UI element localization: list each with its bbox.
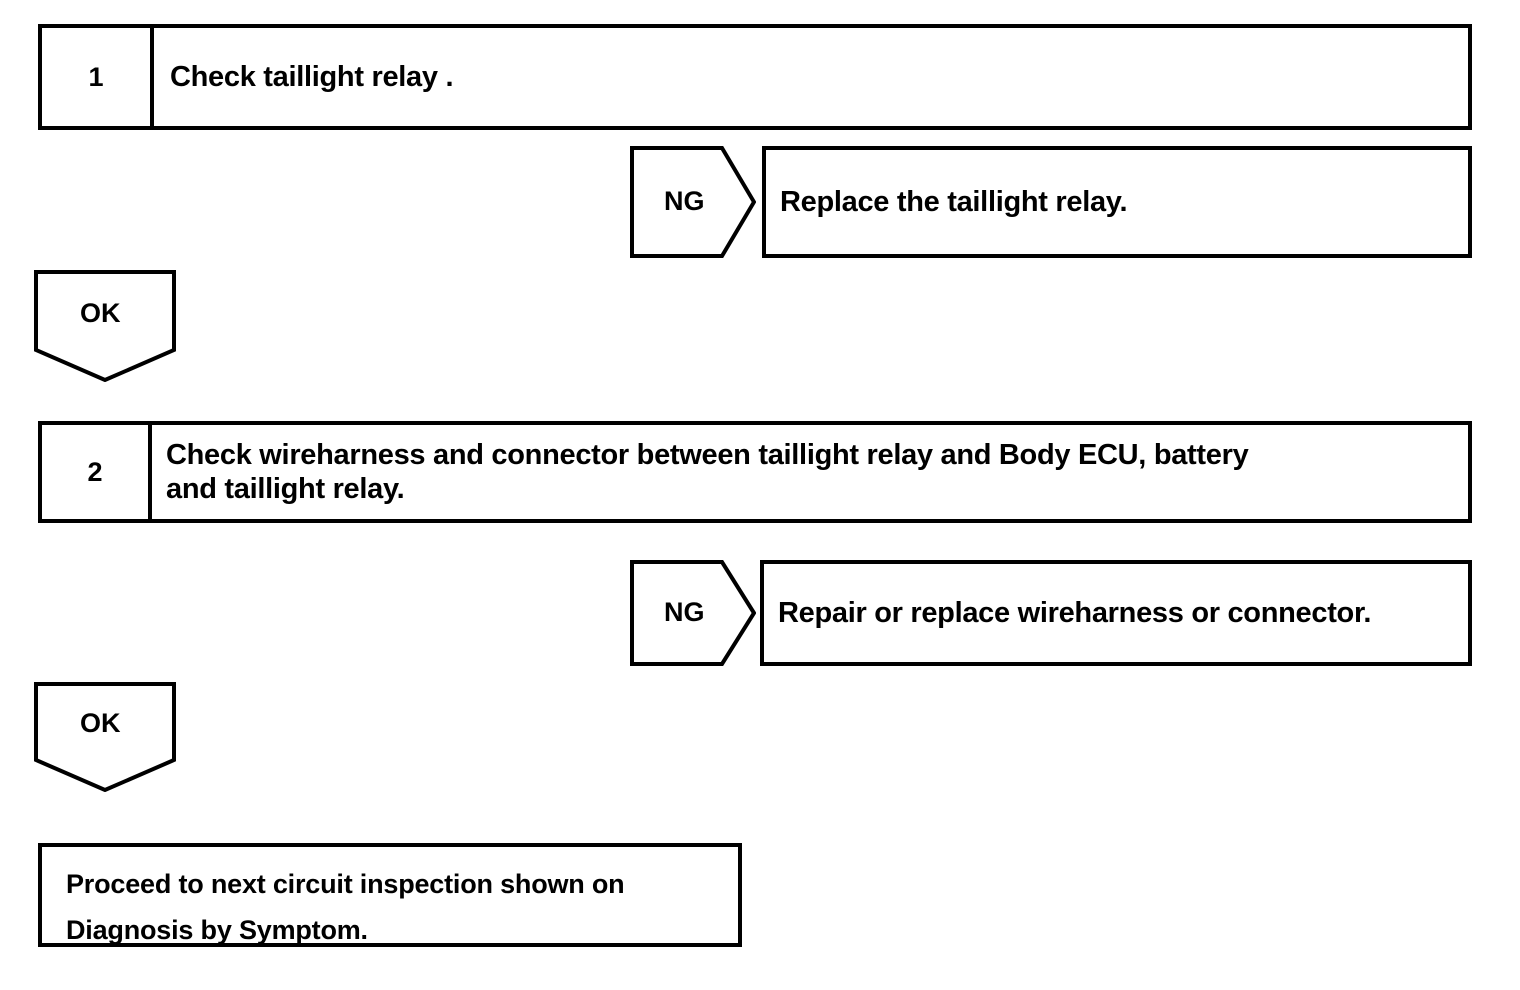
step-2-box: 2 Check wireharness and connector betwee…	[38, 421, 1472, 523]
step-1-number: 1	[88, 61, 104, 92]
final-outcome-line-2: Diagnosis by Symptom.	[66, 915, 368, 945]
ok-label-1: OK	[80, 298, 121, 328]
final-outcome-line-1: Proceed to next circuit inspection shown…	[66, 869, 625, 899]
ok-pentagon-shape-2	[34, 682, 176, 792]
ng-result-text-1: Replace the taillight relay.	[780, 185, 1128, 218]
ok-marker-2: OK	[34, 682, 176, 792]
final-outcome-text: Proceed to next circuit inspection shown…	[66, 861, 730, 953]
ng-result-box-1: Replace the taillight relay.	[762, 146, 1472, 258]
ng-pentagon-shape-2	[630, 560, 756, 666]
ng-label-2: NG	[664, 597, 705, 627]
ng-label-1: NG	[664, 186, 705, 216]
step-2-instruction: Check wireharness and connector between …	[166, 425, 1460, 519]
ok-pentagon-shape-1	[34, 270, 176, 382]
step-2-number-cell: 2	[42, 425, 152, 519]
ng-marker-1: NG	[630, 146, 756, 258]
step-2-instruction-line-1: Check wireharness and connector between …	[166, 439, 1249, 471]
ok-marker-1: OK	[34, 270, 176, 382]
ng-result-text-2: Repair or replace wireharness or connect…	[778, 596, 1372, 629]
ok-label-2: OK	[80, 708, 121, 738]
step-1-instruction: Check taillight relay .	[170, 28, 1458, 126]
step-1-box: 1 Check taillight relay .	[38, 24, 1472, 130]
step-1-number-cell: 1	[42, 28, 154, 126]
step-1-instruction-line: Check taillight relay .	[170, 61, 454, 93]
step-2-instruction-line-2: and taillight relay.	[166, 473, 405, 505]
ng-marker-2: NG	[630, 560, 756, 666]
ng-pentagon-shape-1	[630, 146, 756, 258]
step-2-number: 2	[87, 456, 103, 487]
final-outcome-box: Proceed to next circuit inspection shown…	[38, 843, 742, 947]
ng-result-box-2: Repair or replace wireharness or connect…	[760, 560, 1472, 666]
